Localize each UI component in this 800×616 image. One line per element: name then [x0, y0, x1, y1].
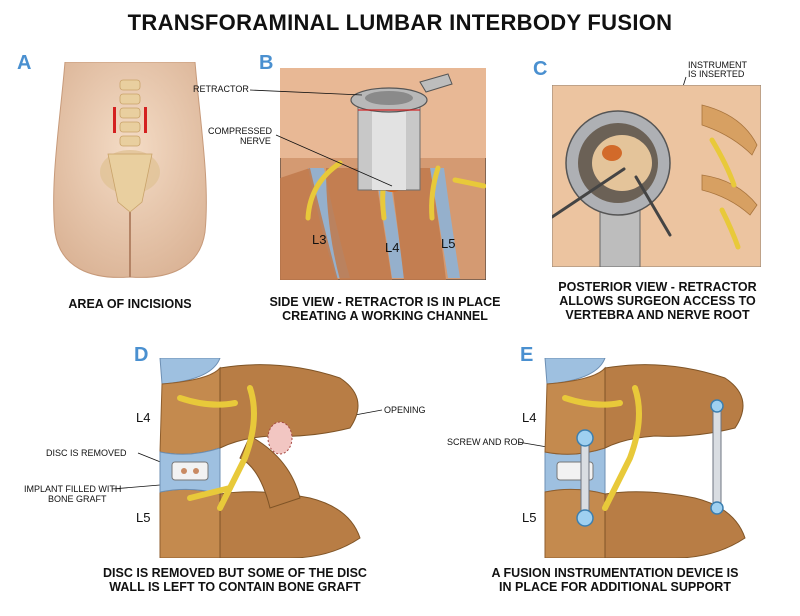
panel-c-illustration	[552, 85, 761, 267]
label-instrument-1: INSTRUMENT	[688, 60, 747, 70]
label-screw-and-rod: SCREW AND ROD	[447, 437, 525, 447]
nerve-roots-c	[709, 137, 741, 250]
label-l5-d: L5	[136, 510, 151, 525]
panel-d-caption-1: DISC IS REMOVED BUT SOME OF THE DISC	[103, 566, 367, 580]
panel-e-illustration	[535, 358, 775, 558]
opening	[267, 421, 293, 455]
nerve-roots-e	[562, 385, 642, 511]
panel-b-caption-1: SIDE VIEW - RETRACTOR IS IN PLACE	[269, 295, 501, 309]
label-l5-e: L5	[522, 510, 537, 525]
incision-left	[113, 107, 116, 133]
panel-c-caption-1: POSTERIOR VIEW - RETRACTOR	[558, 280, 757, 294]
label-implant-2: BONE GRAFT	[48, 494, 107, 504]
label-opening: OPENING	[384, 405, 426, 415]
panel-d-caption-2: WALL IS LEFT TO CONTAIN BONE GRAFT	[109, 580, 361, 594]
screw-and-rod	[576, 399, 724, 527]
panel-e-caption-1: A FUSION INSTRUMENTATION DEVICE IS	[491, 566, 739, 580]
panel-c-letter: C	[533, 58, 548, 80]
instruments	[552, 167, 672, 237]
label-l3-b: L3	[312, 232, 327, 247]
label-l4-d: L4	[136, 410, 151, 425]
label-l4-e: L4	[522, 410, 537, 425]
incision-right	[144, 107, 147, 133]
panel-e-caption-2: IN PLACE FOR ADDITIONAL SUPPORT	[499, 580, 731, 594]
label-disc-removed: DISC IS REMOVED	[46, 448, 127, 458]
label-retractor: RETRACTOR	[193, 84, 249, 94]
implant	[171, 461, 209, 481]
panel-a-letter: A	[17, 52, 32, 74]
vertebra-processes	[701, 104, 758, 216]
panel-d-illustration	[150, 358, 390, 558]
panel-b-caption-2: CREATING A WORKING CHANNEL	[282, 309, 488, 323]
panel-b-illustration	[280, 68, 486, 280]
label-compressed-nerve-1: COMPRESSED	[208, 126, 273, 136]
panel-c-caption-3: VERTEBRA AND NERVE ROOT	[565, 308, 750, 322]
spine-vertebrae	[107, 79, 153, 213]
panel-a-caption: AREA OF INCISIONS	[68, 297, 192, 311]
panel-c-caption-2: ALLOWS SURGEON ACCESS TO	[559, 294, 756, 308]
vertebral-bodies-d	[159, 366, 221, 558]
retractor-tube	[350, 73, 453, 191]
label-compressed-nerve-2: NERVE	[240, 136, 271, 146]
label-l4-b: L4	[385, 240, 400, 255]
nerve-roots-d	[177, 385, 257, 511]
page-title: TRANSFORAMINAL LUMBAR INTERBODY FUSION	[127, 10, 673, 35]
label-l5-b: L5	[441, 236, 456, 251]
label-implant-1: IMPLANT FILLED WITH	[24, 484, 122, 494]
panel-b-letter: B	[259, 52, 274, 74]
panel-a-illustration	[30, 62, 230, 282]
panel-e-letter: E	[520, 344, 534, 366]
panel-d-letter: D	[134, 344, 149, 366]
label-instrument-2: IS INSERTED	[688, 69, 745, 79]
